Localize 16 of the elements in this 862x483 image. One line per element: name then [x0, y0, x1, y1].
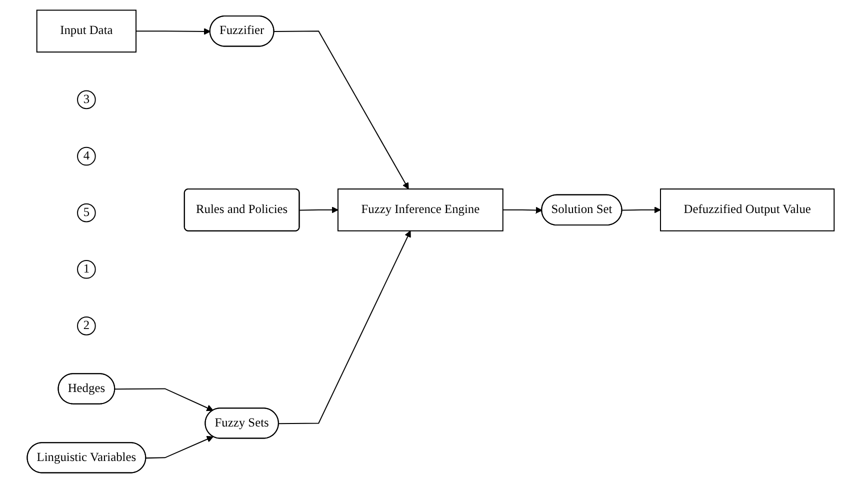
arrow: [503, 206, 543, 214]
arrow: [279, 230, 412, 424]
arrow: [115, 388, 214, 412]
arrow: [300, 206, 339, 214]
node-circle: 2: [77, 316, 96, 336]
node-box: Defuzzified Output Value: [660, 188, 835, 232]
arrow: [136, 28, 211, 35]
arrow: [622, 206, 662, 214]
node-circle: 5: [77, 203, 96, 222]
node-circle: 3: [77, 90, 96, 110]
node-box: Input Data: [36, 10, 137, 53]
arrow: [146, 436, 214, 459]
node-circle: 4: [77, 146, 96, 166]
node-circle: 1: [77, 260, 96, 279]
node-box: Fuzzy Inference Engine: [338, 188, 504, 232]
arrow: [274, 30, 410, 190]
